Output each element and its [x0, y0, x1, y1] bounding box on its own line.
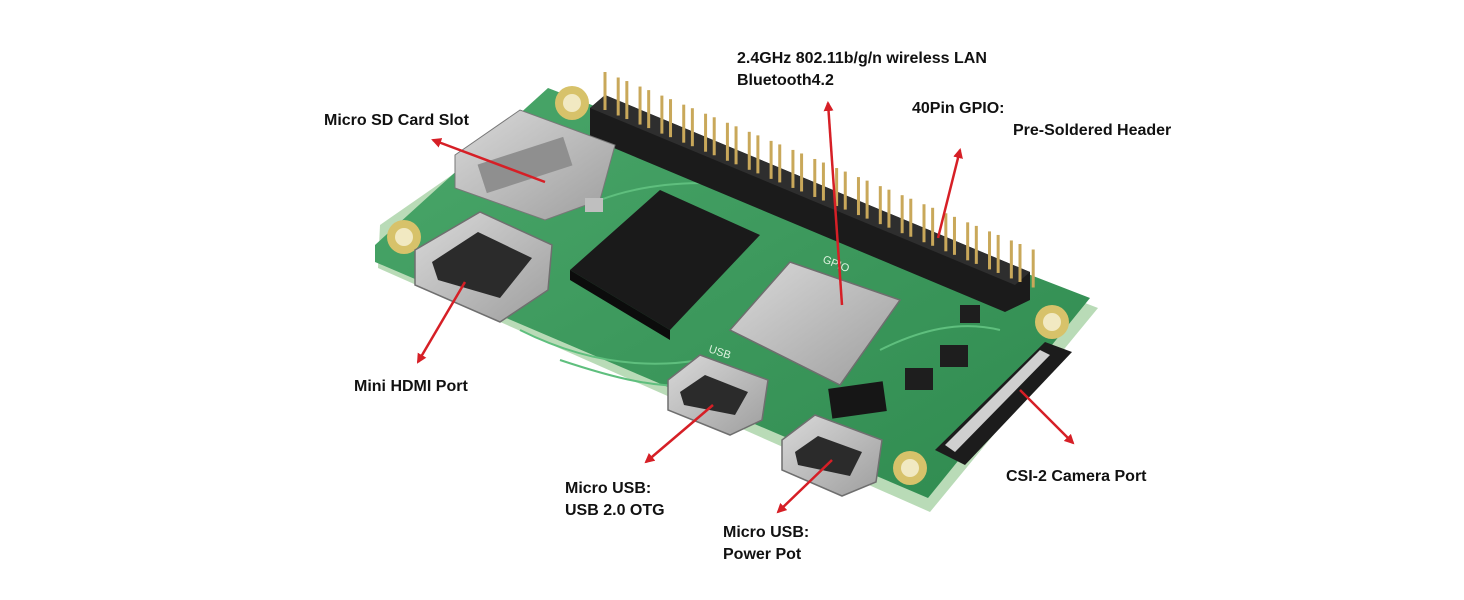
label-wireless-line1: 2.4GHz 802.11b/g/n wireless LAN: [737, 50, 987, 67]
mini-hdmi-port: [414, 211, 553, 323]
label-wireless-line2: Bluetooth4.2: [737, 72, 834, 89]
label-hdmi-line1: Mini HDMI Port: [354, 378, 468, 395]
label-camera-line1: CSI-2 Camera Port: [1006, 468, 1147, 485]
arrow-usb-power: [776, 459, 833, 514]
label-wireless: 2.4GHz 802.11b/g/n wireless LAN Bluetoot…: [737, 48, 987, 92]
label-gpio: 40Pin GPIO: Pre-Soldered Header: [912, 98, 1171, 142]
arrow-gpio: [936, 148, 963, 239]
gpio-header: [590, 72, 1035, 312]
arrow-hdmi: [416, 281, 467, 364]
mounting-holes: [387, 86, 1069, 485]
arrow-wireless: [823, 101, 844, 306]
label-camera: CSI-2 Camera Port: [1006, 466, 1147, 488]
micro-usb-otg-port: [667, 354, 769, 436]
sd-card-slot: [454, 109, 616, 221]
csi-camera-connector: [935, 342, 1072, 465]
arrow-usb-otg: [644, 404, 714, 464]
small-components: [585, 198, 980, 419]
label-usb-otg-line1: Micro USB:: [565, 480, 652, 497]
label-usb-otg-line2: USB 2.0 OTG: [565, 502, 665, 519]
label-usb-power: Micro USB: Power Pot: [723, 522, 809, 566]
micro-usb-power-port: [781, 414, 883, 497]
label-usb-power-line1: Micro USB:: [723, 524, 810, 541]
callout-arrows: [416, 101, 1075, 514]
label-usb-otg: Micro USB: USB 2.0 OTG: [565, 478, 665, 522]
label-hdmi: Mini HDMI Port: [354, 376, 468, 398]
label-sd-card: Micro SD Card Slot: [324, 110, 469, 132]
wireless-module: [728, 261, 902, 386]
arrow-sd-card: [431, 138, 546, 184]
label-usb-power-line2: Power Pot: [723, 546, 802, 563]
arrow-camera: [1019, 389, 1075, 445]
soc-chip: [570, 190, 760, 340]
label-gpio-line1: 40Pin GPIO:: [912, 100, 1005, 117]
label-gpio-line2: Pre-Soldered Header: [1013, 122, 1172, 139]
label-sd-card-line1: Micro SD Card Slot: [324, 112, 469, 129]
